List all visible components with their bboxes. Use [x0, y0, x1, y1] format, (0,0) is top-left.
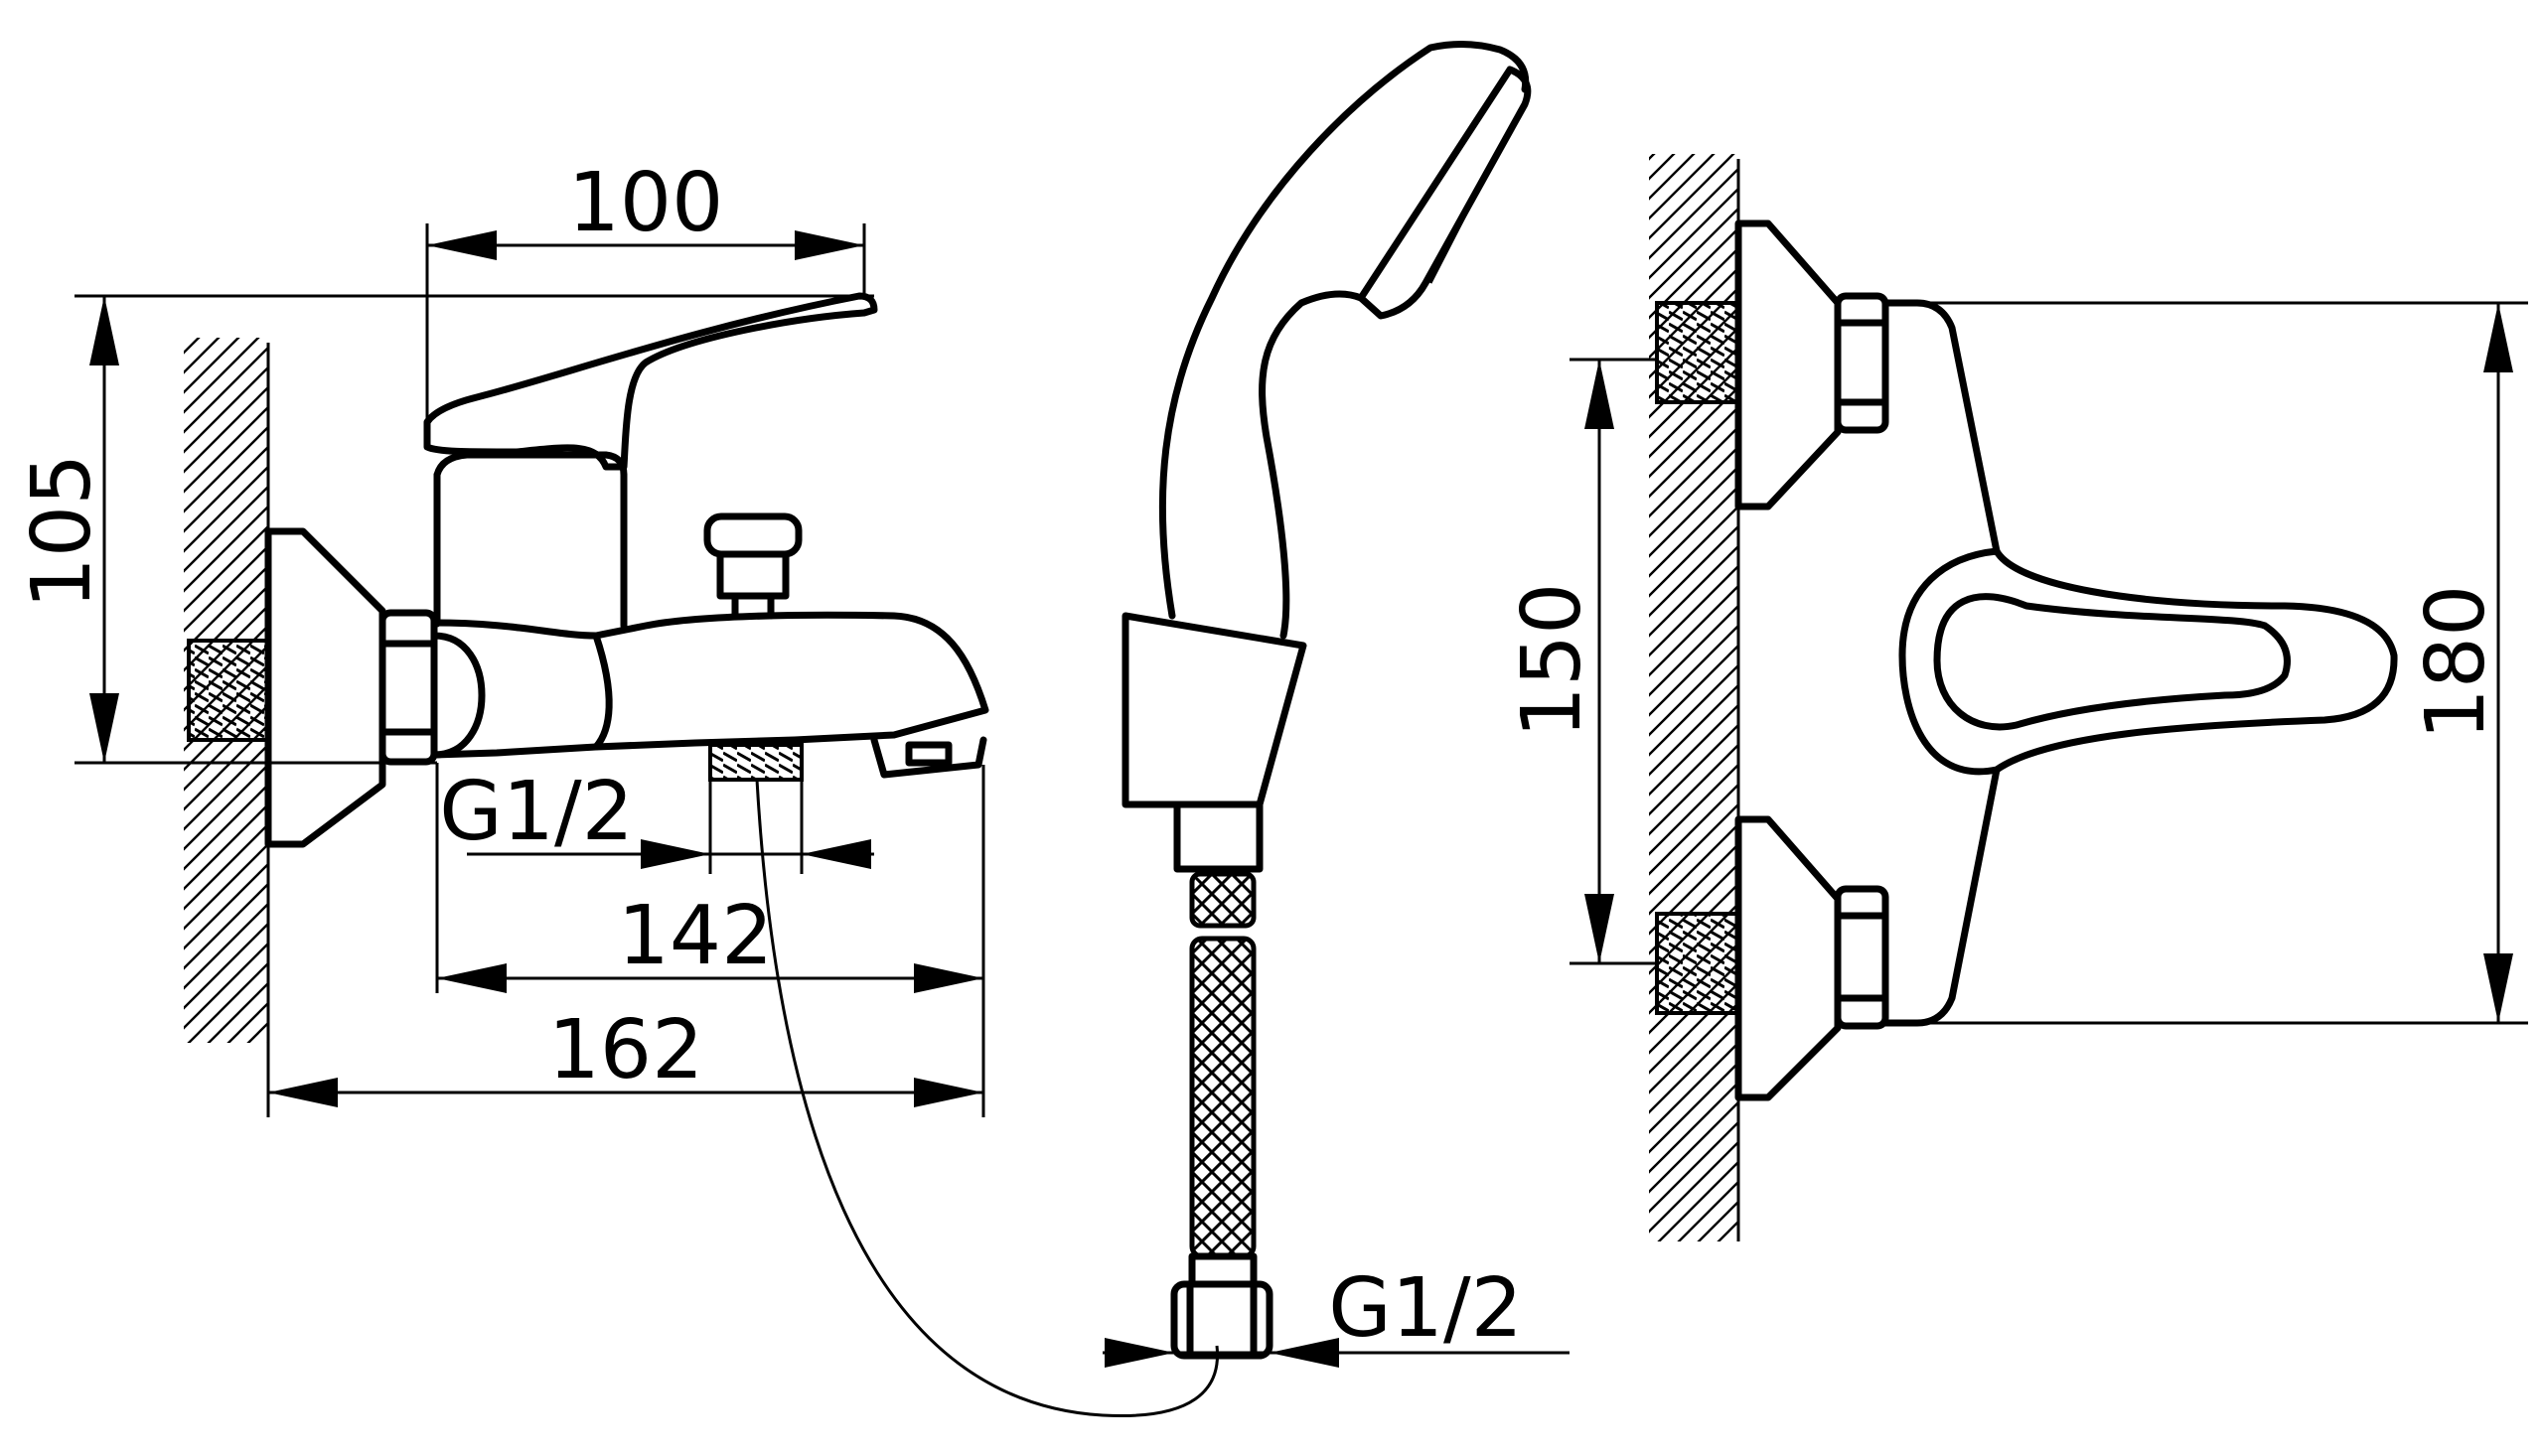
dim-105-label: 105	[15, 454, 109, 610]
dim-hose-thread-label: G1/2	[1328, 1261, 1523, 1356]
hose-braid-top	[1189, 871, 1257, 929]
outlet-thread-side	[708, 743, 804, 782]
dim-180-label: 180	[2409, 585, 2503, 741]
wall-thread-left	[187, 639, 270, 742]
dim-100-label: 100	[568, 156, 724, 250]
dim-150-label: 150	[1505, 583, 1599, 739]
dim-142-label: 142	[618, 889, 774, 983]
wall-thread-upper	[1655, 301, 1740, 404]
dim-162-label: 162	[548, 1003, 704, 1097]
front-view: 150 180	[1505, 154, 2528, 1241]
wall-thread-lower	[1655, 912, 1740, 1015]
dim-outlet-thread-label: G1/2	[439, 765, 634, 859]
hose-connection-line	[755, 779, 1220, 1418]
side-view: 100 105 G1/2 142 162	[15, 156, 989, 1117]
hose-braid-main	[1189, 936, 1257, 1259]
hand-shower-set: G1/2	[755, 40, 1570, 1418]
